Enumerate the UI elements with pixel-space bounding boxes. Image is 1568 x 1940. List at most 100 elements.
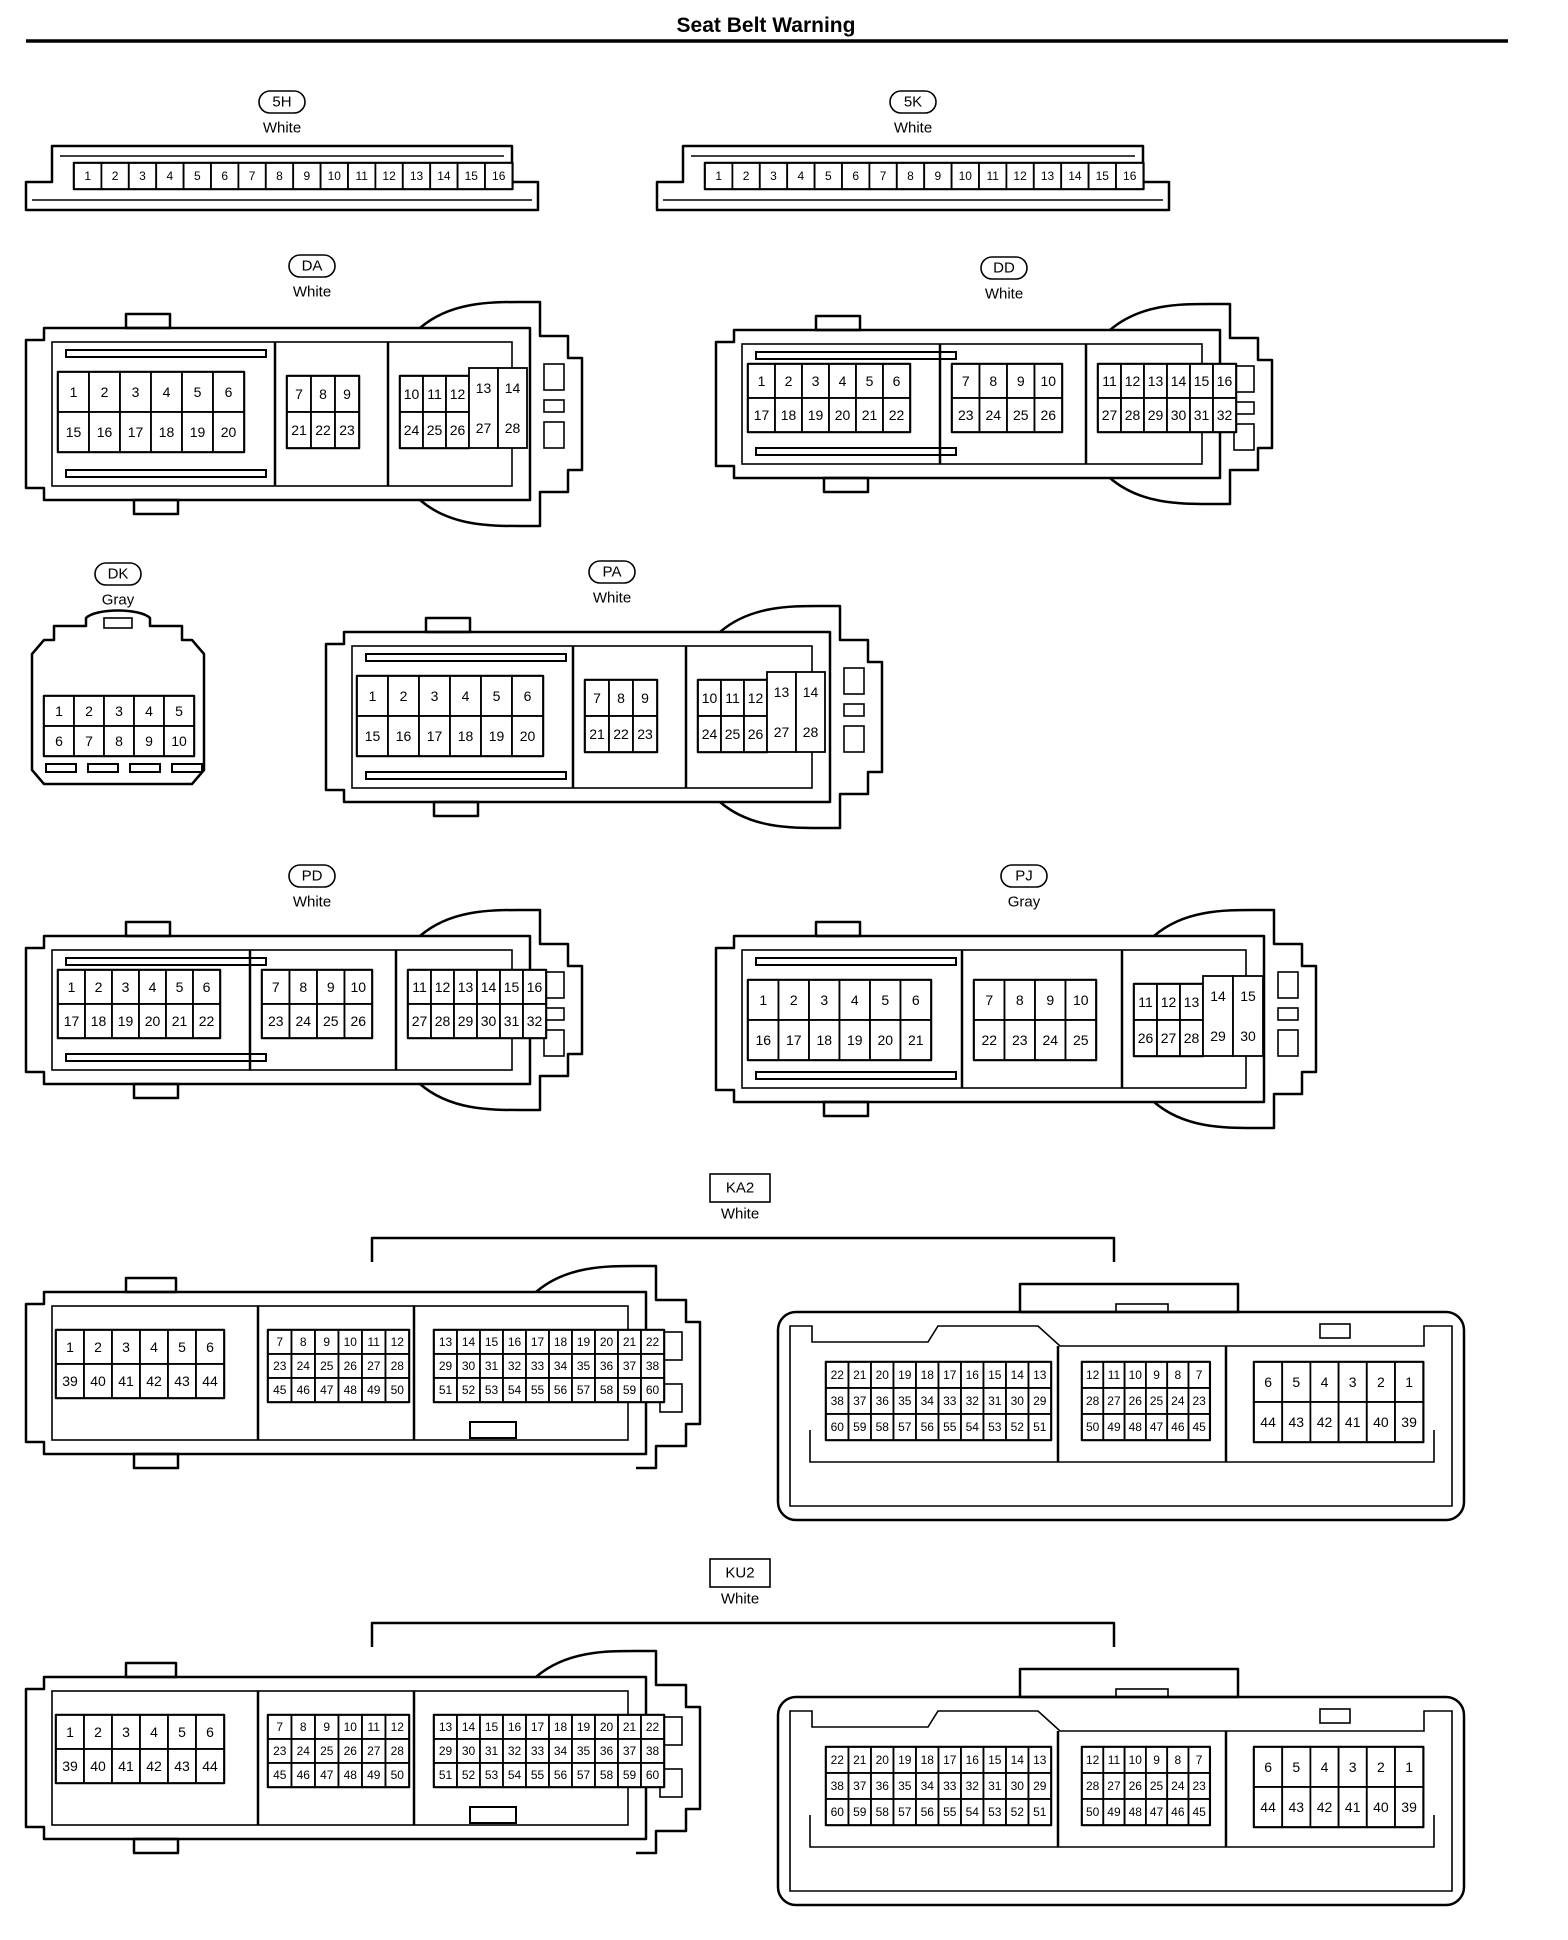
pin-number: 16 bbox=[1217, 373, 1233, 389]
pin-cell: 42 bbox=[139, 1748, 169, 1784]
pin-cell-frame bbox=[167, 1748, 197, 1784]
pin-number: 30 bbox=[1011, 1394, 1025, 1408]
pin-cell: 26 bbox=[1123, 1772, 1147, 1800]
pin-number: 32 bbox=[1217, 407, 1233, 423]
pin-number: 4 bbox=[167, 169, 174, 183]
rail bbox=[45, 763, 77, 773]
pin-cell-frame bbox=[828, 397, 857, 433]
pin-number: 20 bbox=[876, 1753, 890, 1767]
pin-cell: 17 bbox=[937, 1746, 962, 1774]
pin-number: 14 bbox=[1210, 988, 1226, 1004]
pin-cell: 10 bbox=[950, 162, 980, 190]
pin-number: 52 bbox=[462, 1383, 476, 1397]
pin-number: 21 bbox=[623, 1335, 637, 1349]
pin-number: 54 bbox=[508, 1768, 522, 1782]
pin-cell: 6 bbox=[43, 725, 75, 757]
pin-cell: 3 bbox=[127, 162, 158, 190]
pin-cell: 5 bbox=[163, 695, 195, 727]
pin-number: 3 bbox=[820, 992, 828, 1008]
pin-cell: 19 bbox=[571, 1714, 596, 1740]
pin-number: 33 bbox=[943, 1394, 957, 1408]
pin-cell: 22 bbox=[640, 1714, 665, 1740]
pin-cell: 55 bbox=[937, 1798, 962, 1826]
pin-number: 28 bbox=[803, 724, 819, 740]
pin-number: 5 bbox=[194, 384, 202, 400]
pin-number: 5 bbox=[176, 979, 184, 995]
pin-cell: 30 bbox=[476, 1003, 501, 1039]
pin-number: 16 bbox=[396, 728, 412, 744]
pin-cell: 19 bbox=[892, 1746, 917, 1774]
pin-number: 52 bbox=[462, 1768, 476, 1782]
pin-cell: 37 bbox=[847, 1387, 872, 1415]
rail bbox=[65, 1053, 267, 1062]
pin-number: 29 bbox=[439, 1744, 453, 1758]
pin-cell: 48 bbox=[1123, 1413, 1147, 1441]
pin-cell-frame bbox=[73, 695, 105, 727]
pin-cell: 29 bbox=[433, 1353, 458, 1379]
pin-number: 9 bbox=[327, 979, 335, 995]
pin-cell: 14 bbox=[1005, 1746, 1030, 1774]
pin-number: 43 bbox=[174, 1758, 190, 1774]
pin-number: 39 bbox=[62, 1758, 78, 1774]
pin-number: 29 bbox=[439, 1359, 453, 1373]
rail bbox=[755, 351, 957, 360]
pin-cell: 12 bbox=[743, 679, 768, 717]
pin-number: 55 bbox=[531, 1383, 545, 1397]
connector-id-box bbox=[709, 1173, 771, 1203]
latch-tab bbox=[132, 498, 180, 516]
pin-cell: 8 bbox=[103, 725, 135, 757]
pin-number: 39 bbox=[62, 1373, 78, 1389]
pin-cell: 3 bbox=[111, 1329, 141, 1365]
pin-number: 26 bbox=[344, 1359, 358, 1373]
pin-number: 16 bbox=[527, 979, 543, 995]
pin-cell: 27 bbox=[1102, 1387, 1126, 1415]
pin-number: 5 bbox=[493, 688, 501, 704]
hood bbox=[1153, 908, 1318, 1130]
pin-cell-frame bbox=[899, 1019, 932, 1061]
hood bbox=[1109, 302, 1274, 506]
pin-cell: 44 bbox=[195, 1363, 225, 1399]
rail bbox=[65, 469, 267, 478]
pin-number: 34 bbox=[554, 1744, 568, 1758]
pin-cell: 32 bbox=[1212, 397, 1237, 433]
pin-number: 21 bbox=[853, 1753, 867, 1767]
housing-edge bbox=[24, 1675, 648, 1841]
pin-cell: 57 bbox=[892, 1413, 917, 1441]
pin-cell-frame bbox=[813, 162, 843, 190]
pin-number: 49 bbox=[367, 1768, 381, 1782]
pin-number: 47 bbox=[320, 1383, 334, 1397]
connector-color: White bbox=[293, 894, 331, 911]
pin-cell: 45 bbox=[1187, 1413, 1211, 1441]
pin-cell: 22 bbox=[310, 411, 336, 449]
pin-cell: 3 bbox=[1337, 1746, 1368, 1788]
pin-cell: 9 bbox=[1145, 1746, 1169, 1774]
pin-number: 58 bbox=[876, 1805, 890, 1819]
pin-number: 44 bbox=[202, 1758, 218, 1774]
pin-cell: 1 bbox=[1394, 1361, 1425, 1403]
pin-number: 2 bbox=[785, 373, 793, 389]
pin-number: 14 bbox=[462, 1720, 476, 1734]
pin-number: 18 bbox=[91, 1013, 107, 1029]
pin-number: 9 bbox=[323, 1335, 330, 1349]
lock-slot bbox=[543, 1029, 565, 1057]
pin-number: 10 bbox=[328, 169, 342, 183]
pin-number: 7 bbox=[272, 979, 280, 995]
pin-number: 5 bbox=[178, 1339, 186, 1355]
pin-number: 19 bbox=[847, 1032, 863, 1048]
latch-tab bbox=[124, 1661, 178, 1679]
pin-cell: 4 bbox=[133, 695, 165, 727]
pin-number: 27 bbox=[412, 1013, 428, 1029]
pin-cell: 56 bbox=[915, 1413, 940, 1441]
pin-number: 12 bbox=[391, 1335, 405, 1349]
pin-cell: 42 bbox=[139, 1363, 169, 1399]
pin-cell: 1 bbox=[55, 1329, 85, 1365]
pin-number: 8 bbox=[1175, 1753, 1182, 1767]
pin-cell: 57 bbox=[571, 1377, 596, 1403]
pin-number: 18 bbox=[781, 407, 797, 423]
pin-number: 13 bbox=[458, 979, 474, 995]
